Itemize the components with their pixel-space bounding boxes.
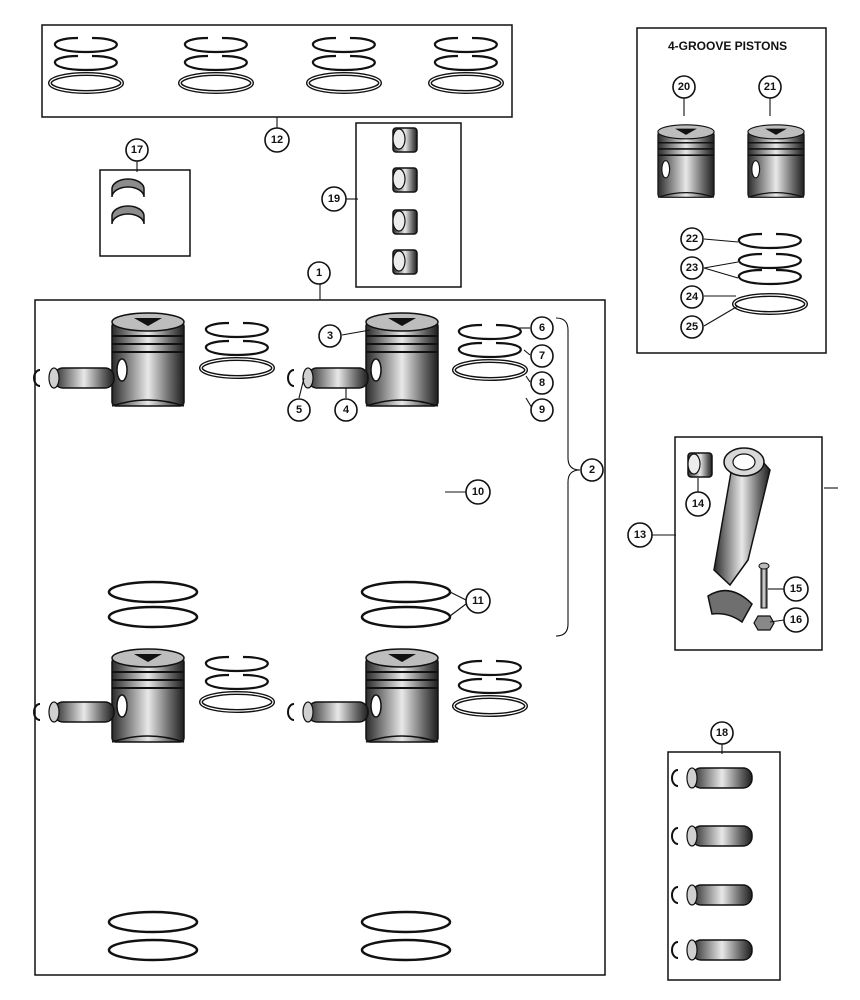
svg-text:12: 12 xyxy=(271,134,283,146)
svg-text:21: 21 xyxy=(764,81,776,93)
callout-10: 10 xyxy=(465,479,491,505)
rod-bushing xyxy=(687,452,713,478)
callout-11: 11 xyxy=(465,588,491,614)
svg-text:7: 7 xyxy=(539,350,545,362)
svg-text:2: 2 xyxy=(589,464,595,476)
callout-20: 20 xyxy=(672,75,696,99)
callout-9: 9 xyxy=(530,398,554,422)
svg-text:6: 6 xyxy=(539,322,545,334)
ring-set-1 xyxy=(50,38,122,92)
svg-text:14: 14 xyxy=(692,498,705,510)
svg-text:10: 10 xyxy=(472,486,484,498)
svg-text:20: 20 xyxy=(678,81,690,93)
svg-text:11: 11 xyxy=(472,595,484,607)
callout-15: 15 xyxy=(783,576,809,602)
callout-19: 19 xyxy=(321,186,347,212)
piston-pins xyxy=(671,767,753,961)
ring-set-3 xyxy=(308,38,380,92)
four-groove-pistons-box xyxy=(636,27,827,354)
piston-assembly-4 xyxy=(287,648,526,743)
callout-6: 6 xyxy=(530,316,554,340)
callout-8: 8 xyxy=(530,371,554,395)
rod-nut xyxy=(753,615,775,631)
rod-cap xyxy=(707,589,753,624)
svg-text:4: 4 xyxy=(343,404,350,416)
kit-bracket xyxy=(555,317,581,637)
callout-25: 25 xyxy=(680,315,704,339)
rod-bolt xyxy=(758,562,770,609)
seals-2 xyxy=(360,580,452,629)
callout-4: 4 xyxy=(334,398,358,422)
callout-12: 12 xyxy=(264,127,290,153)
pin-bushings xyxy=(392,127,418,275)
svg-text:5: 5 xyxy=(296,404,302,416)
callout-18: 18 xyxy=(710,721,734,745)
callout-16: 16 xyxy=(783,607,809,633)
svg-text:25: 25 xyxy=(686,321,698,333)
svg-text:3: 3 xyxy=(327,330,333,342)
svg-text:17: 17 xyxy=(131,144,143,156)
callout-13: 13 xyxy=(627,522,653,548)
piston-21 xyxy=(747,124,805,199)
svg-text:24: 24 xyxy=(686,291,699,303)
svg-text:15: 15 xyxy=(790,583,802,595)
main-bearing-shells xyxy=(111,178,145,225)
callout-22: 22 xyxy=(680,227,704,251)
callout-24: 24 xyxy=(680,285,704,309)
callout-21: 21 xyxy=(758,75,782,99)
callout-3: 3 xyxy=(318,324,342,348)
four-groove-rings xyxy=(732,232,808,315)
box-title-four-groove: 4-GROOVE PISTONS xyxy=(668,39,787,53)
piston-20 xyxy=(657,124,715,199)
svg-text:23: 23 xyxy=(686,262,698,274)
svg-text:18: 18 xyxy=(716,727,728,739)
svg-text:16: 16 xyxy=(790,614,802,626)
piston-assembly-3 xyxy=(33,648,273,743)
bearing-box xyxy=(99,169,191,257)
connecting-rod-box xyxy=(674,436,823,651)
ring-set-2 xyxy=(180,38,252,92)
piston-assembly-1 xyxy=(33,312,273,407)
callout-2: 2 xyxy=(580,458,604,482)
callout-23: 23 xyxy=(680,256,704,280)
ring-set-4 xyxy=(430,38,502,92)
seals-1 xyxy=(107,580,199,629)
svg-text:22: 22 xyxy=(686,233,698,245)
callout-5: 5 xyxy=(287,398,311,422)
svg-text:8: 8 xyxy=(539,377,545,389)
svg-text:1: 1 xyxy=(316,267,322,279)
callout-7: 7 xyxy=(530,344,554,368)
callout-14: 14 xyxy=(685,491,711,517)
pins-box xyxy=(667,751,781,981)
callout-1: 1 xyxy=(307,261,331,285)
callout-17: 17 xyxy=(125,138,149,162)
svg-text:19: 19 xyxy=(328,193,340,205)
svg-text:13: 13 xyxy=(634,529,646,541)
connecting-rod xyxy=(713,447,771,587)
seals-3 xyxy=(107,910,199,962)
svg-text:9: 9 xyxy=(539,404,545,416)
seals-4 xyxy=(360,910,452,962)
bushings-box xyxy=(355,122,462,288)
